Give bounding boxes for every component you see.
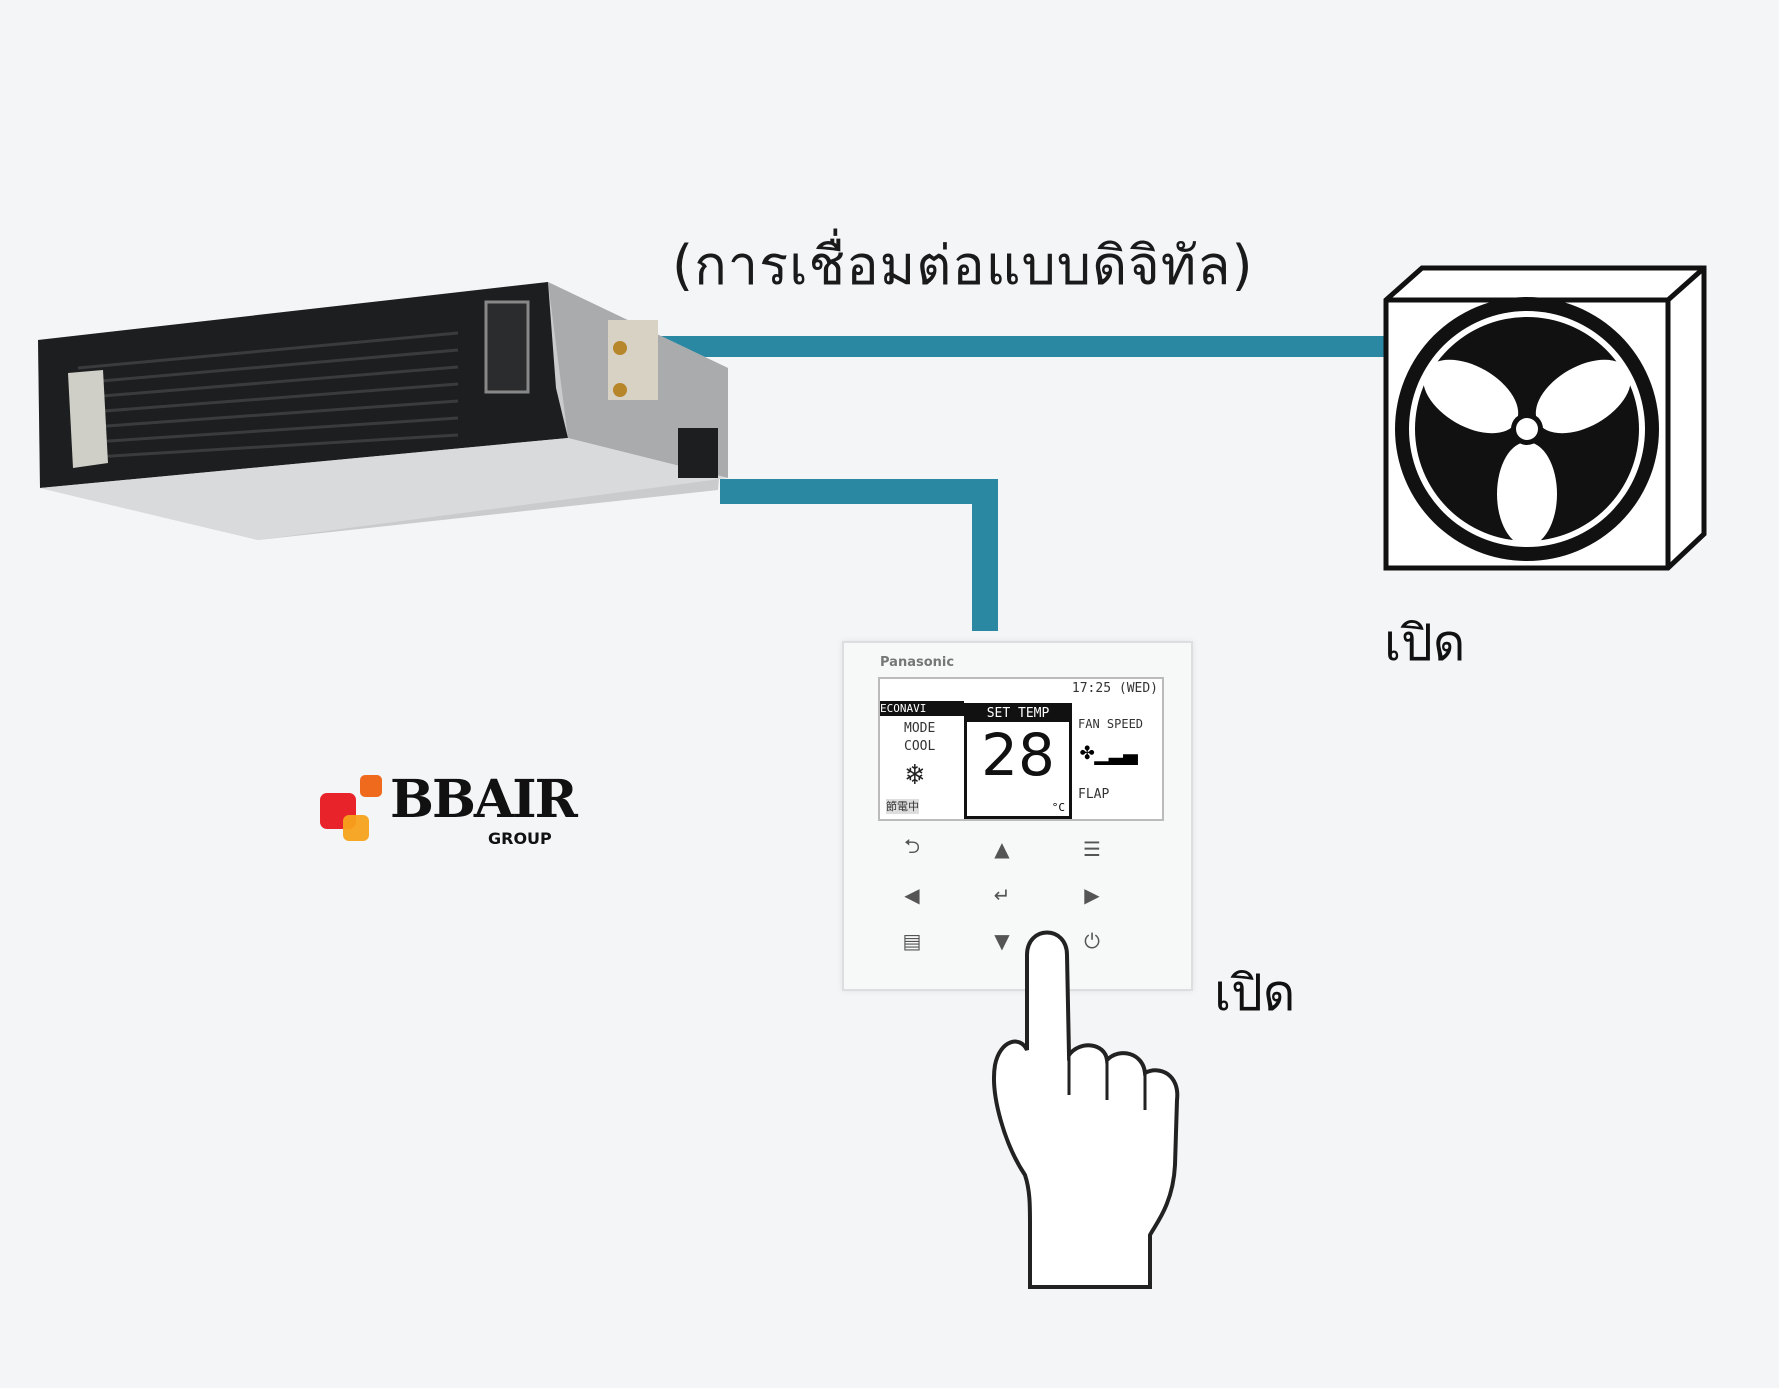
ducted-indoor-unit [38, 282, 728, 540]
mode-label: MODE [904, 721, 936, 736]
menu-button[interactable]: ☰ [1083, 837, 1101, 861]
fan-speed-label: FAN SPEED [1078, 717, 1144, 731]
flap-label: FLAP [1078, 787, 1110, 802]
remote-brand: Panasonic [880, 655, 955, 670]
remote-button-grid: ⮌ ▲ ☰ ◀ ↵ ▶ ▤ ▼ ⏻ [872, 829, 1142, 967]
connection-line-remote-horizontal [720, 479, 998, 504]
right-button[interactable]: ▶ [1084, 883, 1100, 907]
diagram-title: (การเชื่อมต่อแบบดิจิทัล) [672, 234, 1254, 297]
clock: 17:25 (WED) [1071, 681, 1158, 696]
remote-status-label: เปิด [1214, 964, 1296, 1022]
back-button[interactable]: ⮌ [903, 834, 921, 858]
down-button[interactable]: ▼ [994, 929, 1010, 953]
status-text: 節電中 [886, 799, 919, 814]
power-button[interactable]: ⏻ [1084, 929, 1100, 953]
left-button[interactable]: ◀ [904, 883, 920, 907]
pointing-hand-icon [992, 930, 1180, 1289]
bbair-logo-mark [320, 775, 382, 841]
fan-speed-icon: ✤▁▂▃ [1080, 737, 1138, 765]
set-temp-panel: SET TEMP 28 °C [964, 703, 1072, 819]
mode-value: COOL [904, 739, 936, 754]
up-button[interactable]: ▲ [994, 837, 1010, 861]
outdoor-fan-unit [1383, 265, 1707, 571]
digital-connection-line-outdoor [658, 336, 1386, 357]
temperature-unit: °C [1051, 801, 1065, 814]
fan-status-label: เปิด [1384, 614, 1466, 672]
econavi-badge: ECONAVI [880, 701, 964, 716]
remote-controller[interactable]: Panasonic 17:25 (WED) ECONAVI MODE COOL … [842, 641, 1193, 991]
snowflake-icon: ❄ [906, 757, 925, 792]
timer-button[interactable]: ▤ [902, 929, 922, 953]
logo-name: BBAIR [390, 769, 578, 830]
remote-lcd-screen: 17:25 (WED) ECONAVI MODE COOL ❄ 節電中 SET … [878, 677, 1164, 821]
temperature-value: 28 [981, 721, 1055, 789]
logo-subtitle: GROUP [488, 829, 552, 848]
set-temp-label: SET TEMP [967, 706, 1069, 722]
connection-line-remote-vertical [972, 479, 998, 631]
fan-icon [1423, 359, 1631, 546]
enter-button[interactable]: ↵ [993, 883, 1011, 907]
